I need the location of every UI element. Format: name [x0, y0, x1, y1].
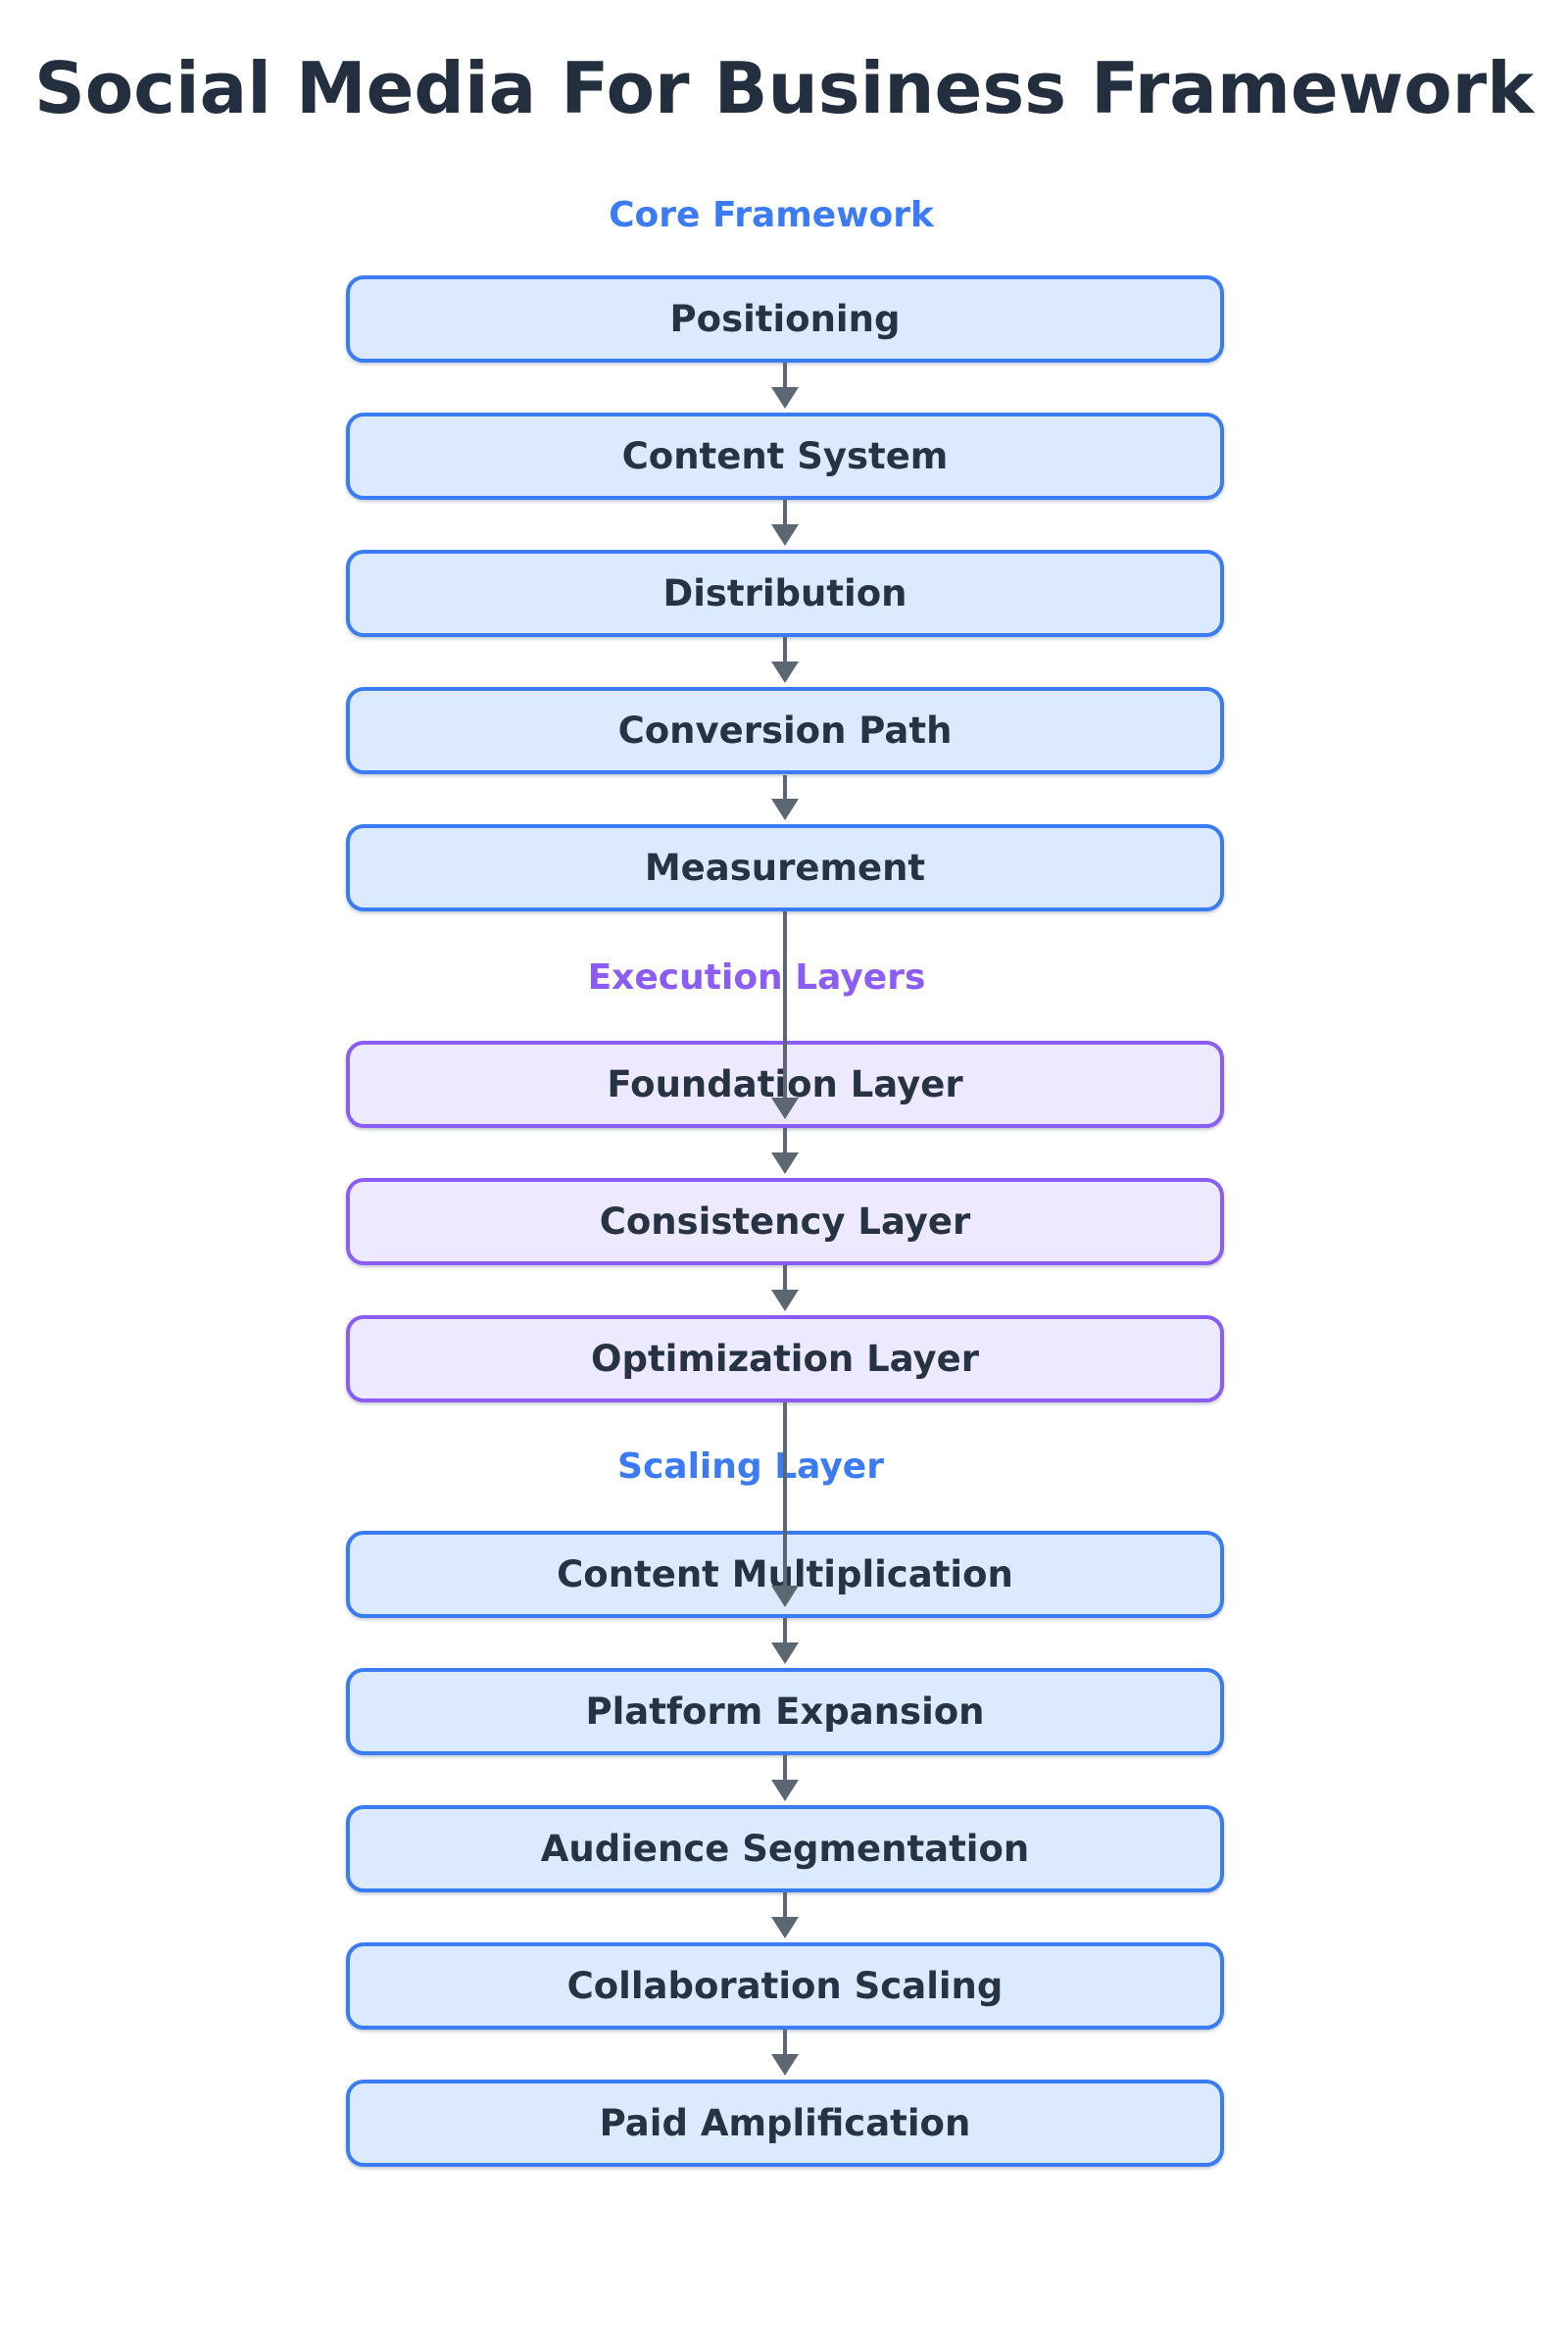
arrow-head-icon: [771, 387, 799, 409]
node-label: Foundation Layer: [607, 1063, 963, 1105]
node-label: Platform Expansion: [585, 1690, 985, 1733]
flow-arrow-positioning-to-content-system: [771, 363, 799, 409]
node-label: Measurement: [644, 847, 926, 889]
node-label: Conversion Path: [617, 710, 953, 752]
node-label: Optimization Layer: [591, 1338, 979, 1380]
node-paid-amplification: Paid Amplification: [346, 2080, 1224, 2167]
node-positioning: Positioning: [346, 275, 1224, 363]
flow-arrow-audience-segmentation-to-collaboration-scaling: [771, 1892, 799, 1938]
arrow-head-icon: [771, 1642, 799, 1664]
node-conversion-path: Conversion Path: [346, 687, 1224, 774]
flow-arrow-foundation-to-consistency: [771, 1128, 799, 1174]
arrow-head-icon: [771, 524, 799, 546]
node-label: Positioning: [669, 298, 901, 340]
node-content-multiplication: Content Multiplication: [346, 1531, 1224, 1618]
section-header-scaling-layer: Scaling Layer: [617, 1446, 884, 1487]
node-optimization-layer: Optimization Layer: [346, 1315, 1224, 1402]
arrow-head-icon: [771, 662, 799, 683]
node-consistency-layer: Consistency Layer: [346, 1178, 1224, 1265]
node-label: Paid Amplification: [599, 2102, 971, 2144]
node-label: Content System: [621, 435, 949, 477]
diagram-title: Social Media For Business Framework: [33, 47, 1535, 129]
node-label: Consistency Layer: [599, 1200, 971, 1243]
flow-arrow-collaboration-scaling-to-paid-amplification: [771, 2030, 799, 2076]
node-label: Collaboration Scaling: [566, 1965, 1004, 2007]
flow-arrow-distribution-to-conversion-path: [771, 637, 799, 683]
arrow-head-icon: [771, 2054, 799, 2076]
arrow-head-icon: [771, 1917, 799, 1938]
flow-arrow-content-multiplication-to-platform-expansion: [771, 1618, 799, 1664]
arrow-head-icon: [771, 1152, 799, 1174]
node-label: Distribution: [662, 572, 907, 614]
flow-arrow-content-system-to-distribution: [771, 500, 799, 546]
node-content-system: Content System: [346, 413, 1224, 500]
node-label: Content Multiplication: [557, 1553, 1013, 1595]
node-collaboration-scaling: Collaboration Scaling: [346, 1942, 1224, 2030]
node-measurement: Measurement: [346, 824, 1224, 911]
node-foundation-layer: Foundation Layer: [346, 1041, 1224, 1128]
arrow-head-icon: [771, 1290, 799, 1311]
section-header-execution-layers: Execution Layers: [587, 957, 926, 998]
flow-arrow-consistency-to-optimization: [771, 1265, 799, 1311]
node-audience-segmentation: Audience Segmentation: [346, 1805, 1224, 1892]
flow-arrow-conversion-path-to-measurement: [771, 775, 799, 820]
arrow-head-icon: [771, 799, 799, 820]
node-platform-expansion: Platform Expansion: [346, 1668, 1224, 1755]
node-distribution: Distribution: [346, 550, 1224, 637]
section-header-core-framework: Core Framework: [609, 195, 934, 235]
arrow-head-icon: [771, 1780, 799, 1801]
node-label: Audience Segmentation: [540, 1828, 1030, 1870]
flow-arrow-platform-expansion-to-audience-segmentation: [771, 1755, 799, 1801]
